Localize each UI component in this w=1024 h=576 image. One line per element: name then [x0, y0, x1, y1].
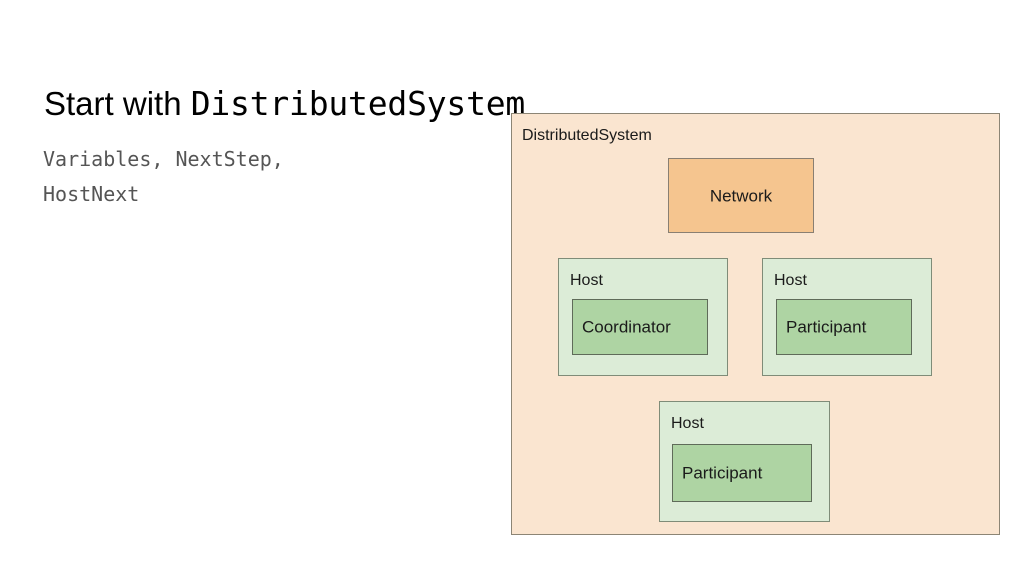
body-line-2: HostNext — [43, 182, 140, 206]
participant-box-1: Participant — [776, 299, 912, 355]
host-label: Host — [671, 415, 704, 432]
page-title: Start with DistributedSystem — [44, 83, 525, 125]
distributed-system-label: DistributedSystem — [522, 127, 652, 144]
network-label: Network — [709, 186, 773, 205]
coordinator-label: Coordinator — [582, 317, 671, 337]
page-title-code: DistributedSystem — [190, 84, 526, 124]
coordinator-box: Coordinator — [572, 299, 708, 355]
participant-box-2: Participant — [672, 444, 812, 502]
distributed-system-container: DistributedSystem Network Host Coordinat… — [511, 113, 1000, 535]
participant-label: Participant — [786, 317, 867, 337]
host-box-1: Host Coordinator — [558, 258, 728, 376]
network-box: Network — [668, 158, 814, 233]
host-box-3: Host Participant — [659, 401, 830, 522]
host-label: Host — [774, 272, 807, 289]
body-line-1: Variables, NextStep, — [43, 147, 284, 171]
host-label: Host — [570, 272, 603, 289]
host-box-2: Host Participant — [762, 258, 932, 376]
slide-body-text: Variables, NextStep, HostNext — [43, 142, 423, 212]
page-title-prefix: Start with — [44, 85, 191, 123]
participant-label: Participant — [682, 463, 763, 483]
